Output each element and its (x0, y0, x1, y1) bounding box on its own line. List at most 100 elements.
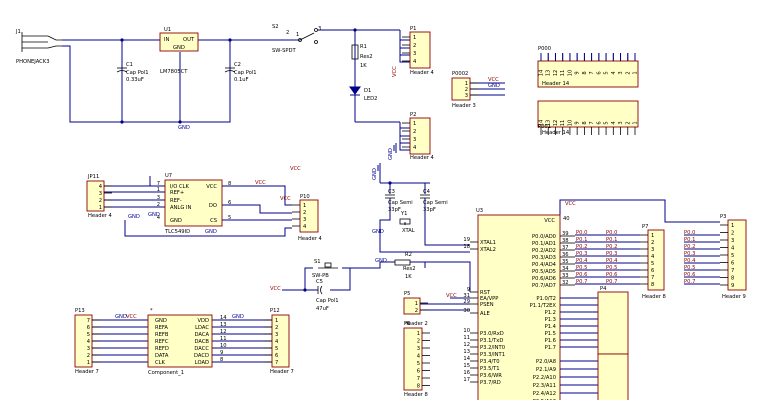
mcu-pin-name: P1.2 (545, 310, 556, 316)
pin-number: 2 (625, 71, 631, 74)
dac-ref: * (150, 308, 153, 314)
pin-number: 11 (560, 120, 566, 127)
header14-name: Header 14 (542, 130, 570, 136)
header-p12-ref: P12 (270, 308, 280, 314)
header-p5-body (403, 297, 421, 315)
ground-label: GND (372, 168, 378, 180)
mcu-pin-name: P2.1/A9 (536, 367, 556, 373)
p0-net-label: P0.0 (576, 230, 587, 236)
p0-net-label: P0.4 (576, 258, 588, 264)
mcu-pin-name: P0.7/AD7 (532, 283, 556, 289)
p0-net-label: P0.2 (576, 244, 587, 250)
p0-net-label: P0.7 (576, 279, 587, 285)
mcu-pin-number: 36 (562, 252, 569, 258)
pin-number: 7 (417, 376, 420, 382)
vcc-label: VCC (255, 180, 266, 186)
pin-number: 6 (87, 325, 90, 331)
header-p4-lower-body (597, 353, 629, 400)
dac-pin-name: DACD (194, 353, 209, 359)
p0-net-label: P0.1 (684, 237, 695, 243)
jack-ring (47, 45, 62, 49)
adc-pin-number: 6 (228, 200, 231, 206)
pin-number: 7 (589, 121, 595, 124)
switch-pin (314, 40, 318, 44)
cap-value: 33pF (423, 207, 436, 213)
mcu-pin-name: EA/VPP (480, 296, 498, 302)
mcu-pin-number: 9 (467, 287, 470, 293)
p0-net-label: P0.6 (576, 272, 587, 278)
p0-net-label: P0.0 (684, 230, 695, 236)
header-p10-name: Header 4 (298, 236, 323, 242)
dac-pin-name: DACB (194, 339, 209, 345)
mcu-pin-name: P3.4/T0 (480, 359, 500, 365)
pin-number: 8 (731, 276, 734, 282)
pin-number: 3 (303, 217, 306, 223)
regulator-name: LM7805CT (160, 69, 188, 75)
mcu-pin-number: 19 (463, 237, 470, 243)
pin-number: 4 (611, 71, 617, 75)
mcu-pin-name: P1.1/T2EX (530, 303, 557, 309)
pin-number: 4 (731, 246, 735, 252)
adc-pin-number: 1 (157, 187, 160, 193)
vcc-label: VCC (446, 293, 457, 299)
header-p7-ref: P7 (642, 224, 648, 230)
ground-net-label: GND (178, 125, 190, 131)
pin-number: 2 (625, 121, 631, 124)
p0-net-label: P0.7 (684, 279, 695, 285)
mcu-pin-number: 13 (463, 349, 470, 355)
pin-number: 7 (651, 275, 654, 281)
p0-net-label: P0.5 (606, 265, 617, 271)
mcu-pin-number: 39 (562, 231, 569, 237)
mcu-pin-name: P2.2/A10 (533, 375, 556, 381)
cap-type: Cap Pol1 (234, 70, 257, 76)
vcc-label: VCC (126, 314, 137, 320)
p0-net-label: P0.6 (606, 272, 617, 278)
resistor-type: Res2 (403, 266, 416, 272)
pin-number: 6 (596, 71, 602, 74)
pin-number: 2 (99, 198, 102, 204)
ground-net-label: GND (488, 83, 500, 89)
ground-net-label: GND (128, 214, 140, 220)
pin-number: 7 (589, 71, 595, 74)
adc-pin-number: 2 (157, 202, 160, 208)
mcu-pin-name: P0.2/AD2 (532, 248, 556, 254)
header-p7-name: Header 8 (642, 294, 666, 300)
pin-number: 1 (465, 81, 468, 87)
p0-net-label: P0.4 (606, 258, 618, 264)
cap-plate-curved (320, 285, 323, 295)
mcu-pin-name: ALE (480, 311, 490, 317)
pin-number: 13 (546, 70, 552, 77)
switch-name: SW-SPDT (272, 48, 296, 54)
cap-value: 33pF (388, 207, 401, 213)
header-p2-name: Header 4 (410, 155, 435, 161)
mcu-pin-name: P3.2/INT0 (480, 345, 505, 351)
header14-body (537, 100, 639, 128)
pin-number: 5 (604, 121, 610, 124)
pin-number: 5 (275, 346, 278, 352)
mcu-pin-number: 33 (562, 273, 569, 279)
pin-number: 8 (651, 282, 654, 288)
pin-number: 9 (575, 121, 581, 124)
pushbutton-cap (324, 262, 332, 268)
switch-pin-number: 2 (286, 30, 289, 36)
mcu-pin-number: 40 (563, 216, 570, 222)
mcu-pin-number: 32 (562, 280, 569, 286)
pin-number: 12 (553, 120, 559, 127)
cap-plate-curved (116, 70, 128, 73)
pin-number: 3 (618, 121, 624, 124)
header-p13-name: Header 7 (75, 369, 99, 375)
vcc-label: VCC (290, 166, 301, 172)
header-p0002-ref: P0002 (452, 71, 468, 77)
resistor-r2-body (394, 259, 411, 266)
cap-type: Cap Pol1 (316, 298, 339, 304)
p0-net-label: P0.4 (684, 258, 696, 264)
header14-name: Header 14 (542, 81, 570, 87)
header-p13-ref: P13 (75, 308, 85, 314)
